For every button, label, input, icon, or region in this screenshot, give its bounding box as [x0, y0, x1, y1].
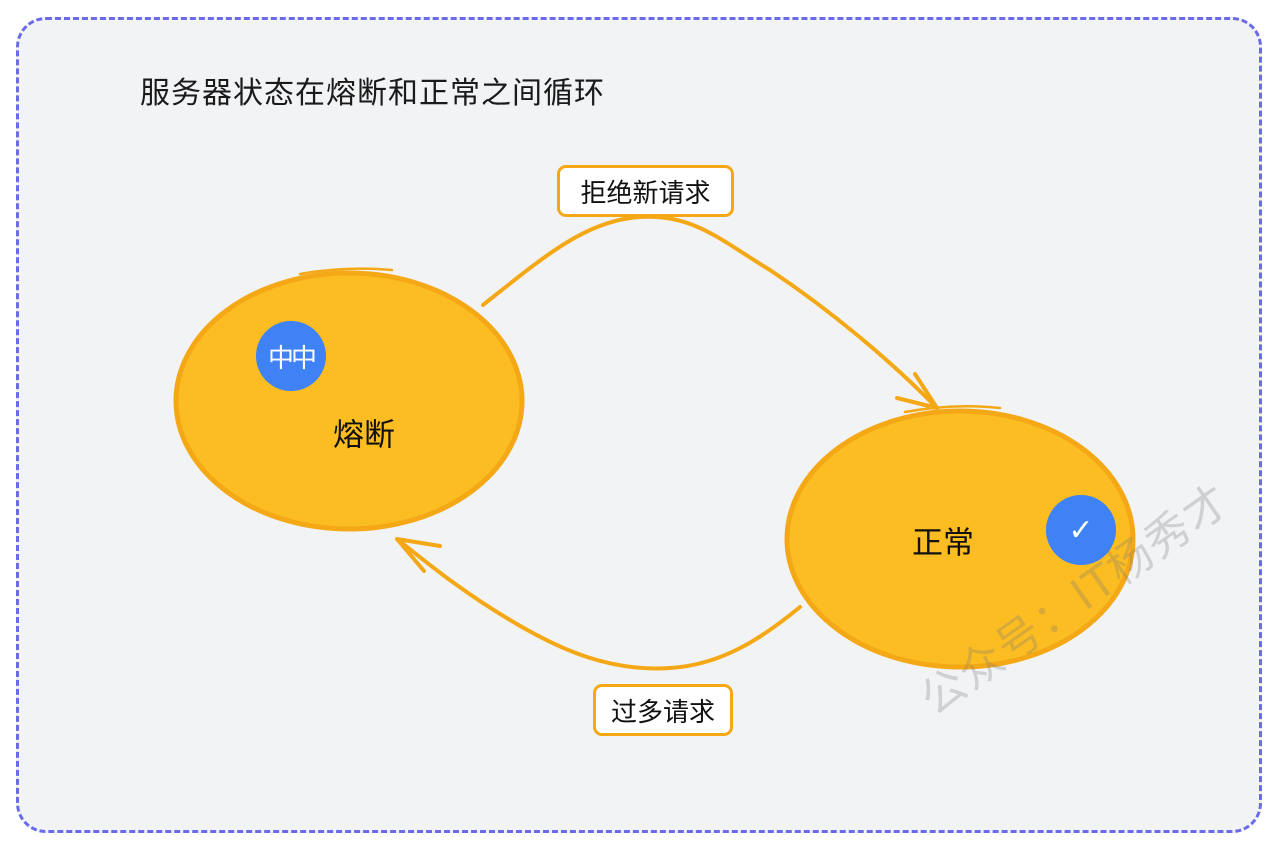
checkmark-icon-glyph: ✓	[1068, 512, 1094, 548]
node-closed-sketch-stroke	[903, 404, 1002, 414]
checkmark-icon: ✓	[1046, 495, 1116, 565]
edge-closed-to-open-line[interactable]	[395, 537, 802, 671]
broken-circuit-icon: 中中	[256, 321, 326, 391]
diagram-title: 服务器状态在熔断和正常之间循环	[140, 76, 605, 111]
edge-open-to-closed-line[interactable]	[481, 214, 939, 410]
node-open-sketch-stroke	[298, 267, 394, 276]
edge-open-to-closed-label: 拒绝新请求	[557, 165, 734, 217]
edge-open-to-closed-arrowhead	[895, 372, 939, 410]
node-closed-label: 正常	[912, 525, 974, 562]
node-open-shape[interactable]	[173, 270, 525, 532]
edge-closed-to-open-label: 过多请求	[593, 684, 733, 736]
node-closed-shape[interactable]	[784, 408, 1136, 670]
broken-circuit-icon-glyph: 中中	[267, 343, 317, 374]
edge-closed-to-open-arrowhead	[395, 537, 442, 573]
node-open-label: 熔断	[333, 417, 395, 454]
